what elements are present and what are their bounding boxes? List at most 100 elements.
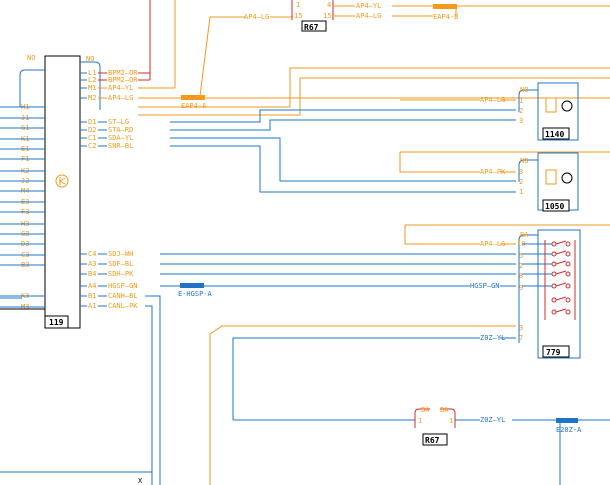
switch-contact-icon — [565, 297, 571, 303]
switch-lever-icon — [555, 270, 567, 275]
wire-blue — [170, 109, 516, 123]
module-1050-pin: 1 — [519, 188, 523, 196]
ecu-119-body — [44, 55, 81, 329]
ecu-119-signal: SDH—PK — [108, 270, 134, 278]
switch-contact-icon — [551, 241, 557, 247]
ecu-119-signal: HGSP—GN — [108, 282, 138, 290]
ecu-119-signal: CANH—BL — [108, 292, 138, 300]
eap4-a-connector — [181, 95, 205, 100]
ecu-119-right-pin: B4 — [88, 270, 96, 278]
eap4-b-label: EAP4-B — [433, 13, 458, 21]
ecu-119-signal: AP4—LG — [108, 94, 133, 102]
wire-can-high — [145, 295, 161, 485]
module-779-switch-array — [522, 240, 576, 320]
ecu-119-right-pin: A3 — [88, 260, 96, 268]
module-1050-pin: 3 — [519, 168, 523, 176]
switch-contact-icon — [551, 251, 557, 257]
module-779-pin: 8 — [519, 272, 523, 280]
wire-can-low — [145, 305, 153, 485]
ground-icon — [55, 174, 69, 188]
switch-contact-icon — [565, 283, 571, 289]
splice-icon: X — [138, 477, 143, 485]
r67-top-right-wire: AP4—LG — [356, 12, 381, 20]
ecu-119: 119 NO NO H1J1G1K1E1F1K2J2M4E3F3H3G3D3C3… — [0, 54, 138, 329]
ecu-119-right-pin: C4 — [88, 250, 96, 258]
r67-bottom-right-bracket — [440, 408, 456, 428]
ecu-119-signal: SNR—BL — [108, 142, 133, 150]
e20z-label: E20Z-A — [556, 426, 582, 434]
can-bus-lines: X — [0, 295, 161, 485]
module-779-body — [537, 229, 581, 359]
module-1050: 1050 NO 3 2 1 AP4—PK — [170, 137, 610, 212]
ecu-119-right-pin: C2 — [88, 142, 96, 150]
r67-bottom-id: R67 — [425, 436, 440, 445]
module-779-pin: 2 — [519, 262, 523, 270]
wire-orange-ap4 — [199, 16, 245, 97]
r67-top-pin: 4 — [327, 1, 331, 9]
module-1050-id-box — [542, 199, 570, 212]
module-779: 779 BA 10 5 2 8 9 3 7 AP4—LG HGSP—GN E-H… — [160, 224, 610, 485]
module-779-pin: 7 — [519, 334, 523, 342]
module-779-pin: 5 — [519, 252, 523, 260]
module-779-hgsp-wire: HGSP—GN — [470, 282, 500, 290]
r67-bottom-pin: 1 — [449, 417, 453, 425]
ecu-119-right-pin: C1 — [88, 134, 96, 142]
ecu-119-right-pin: D1 — [88, 118, 96, 126]
e-hgsp-label: E-HGSP-A — [178, 290, 213, 298]
switch-contact-icon — [565, 241, 571, 247]
ecu-119-right-pin: L1 — [88, 69, 96, 77]
switch-contact-icon — [551, 271, 557, 277]
e-hgsp-connector — [180, 283, 204, 288]
ecu-119-signal: SDA—YL — [108, 134, 133, 142]
module-1140-body — [537, 82, 579, 141]
r67-top-right-wire: AP4—YL — [356, 2, 381, 10]
ecu-119-right-bracket — [80, 61, 101, 110]
wire-orange — [209, 325, 516, 485]
ground-icon-line — [59, 180, 66, 185]
r67-top-id-box — [301, 20, 327, 32]
module-1140-bracket — [518, 89, 538, 112]
module-1050-bracket — [518, 159, 538, 182]
wire-orange — [138, 77, 610, 116]
module-1140-wire: AP4—LG — [480, 96, 505, 104]
switch-contact-icon — [551, 309, 557, 315]
ecu-119-id-box — [44, 315, 69, 329]
sensor-element-icon — [545, 97, 557, 113]
r67-top-id: R67 — [304, 23, 319, 32]
transistor-icon — [561, 172, 573, 184]
module-779-pin: 3 — [519, 324, 523, 332]
module-779-pin: 10 — [517, 240, 525, 248]
ecu-119-left-header: NO — [27, 54, 35, 62]
module-1140-pin: 3 — [519, 117, 523, 125]
switch-lever-icon — [555, 260, 567, 265]
switch-contact-icon — [565, 261, 571, 267]
ecu-119-right-pin: A1 — [88, 302, 96, 310]
ecu-119-right-header: NO — [86, 55, 94, 63]
eap4-b-connector — [433, 4, 457, 9]
module-1050-header: NO — [520, 157, 528, 165]
r67-bottom: BA BA 1 1 R67 Z0Z—YL E20Z-A — [233, 406, 610, 485]
r67-bottom-pin: 1 — [418, 417, 422, 425]
module-1050-pin: 2 — [519, 178, 523, 186]
switch-contact-icon — [551, 297, 557, 303]
module-1140-pin: 1 — [519, 97, 523, 105]
module-779-wire: AP4—LG — [480, 240, 505, 248]
module-779-id-box — [542, 345, 570, 358]
ecu-119-right-pin: D2 — [88, 126, 96, 134]
ecu-119-id: 119 — [49, 318, 64, 327]
ecu-119-signal: SDF—BL — [108, 260, 133, 268]
ecu-119-left-bracket — [19, 69, 45, 107]
module-779-pin: 9 — [519, 284, 523, 292]
module-1140-pin: 2 — [519, 107, 523, 115]
sensor-element-icon — [545, 169, 557, 185]
module-1140-header: NO — [520, 86, 528, 94]
wire-orange — [138, 67, 610, 108]
wire-blue — [170, 137, 516, 182]
wire-orange — [404, 225, 480, 245]
r67-bottom-wire: Z0Z—YL — [480, 416, 505, 424]
switch-lever-icon — [555, 282, 567, 287]
wire-blue — [170, 119, 516, 131]
module-1050-id: 1050 — [545, 202, 564, 211]
switch-contact-icon — [565, 309, 571, 315]
